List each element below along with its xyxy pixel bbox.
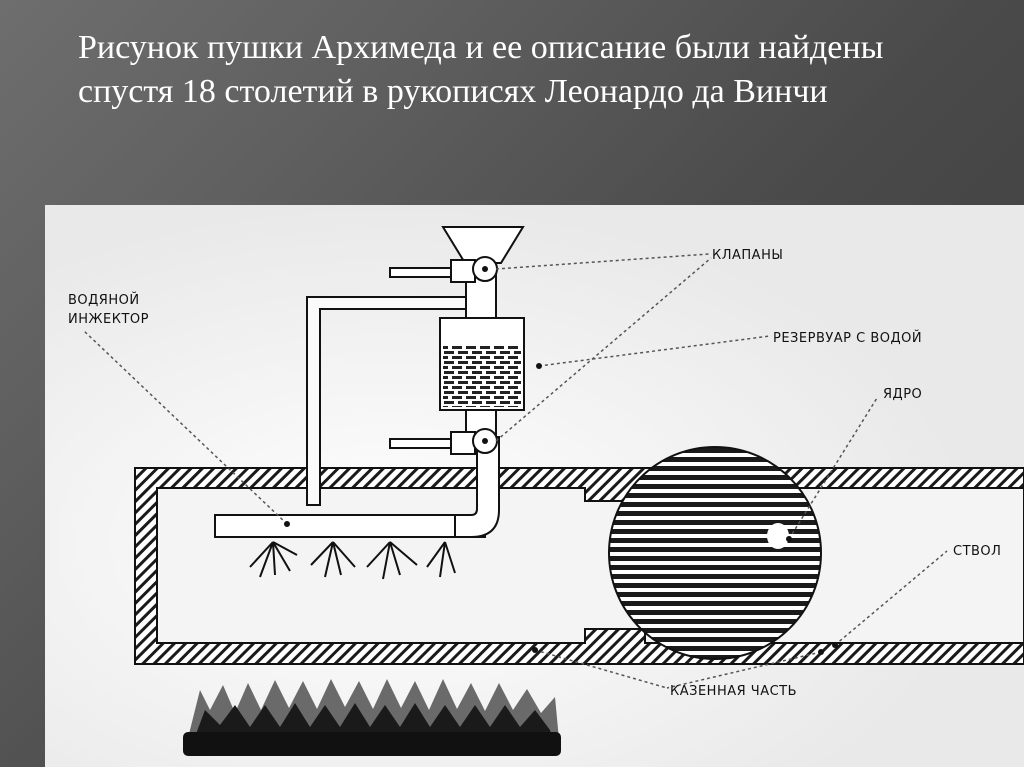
water-spray [249,541,456,580]
leader-lines [82,253,948,689]
label-water-injector-2: ИНЖЕКТОР [68,312,149,327]
water-reservoir [439,317,525,411]
label-core: ЯДРО [883,387,922,402]
cannon-diagram-panel: КЛАПАНЫ ВОДЯНОЙ ИНЖЕКТОР РЕЗЕРВУАР С ВОД… [45,205,1024,767]
label-barrel: СТВОЛ [953,544,1001,559]
archimedes-cannon-diagram: КЛАПАНЫ ВОДЯНОЙ ИНЖЕКТОР РЕЗЕРВУАР С ВОД… [45,205,1024,767]
water-funnel [441,226,525,264]
label-water-injector-1: ВОДЯНОЙ [68,292,140,308]
label-valves: КЛАПАНЫ [712,248,783,263]
cannon-ball-core [608,446,822,660]
fire-flames [183,679,561,756]
label-breech: КАЗЕННАЯ ЧАСТЬ [670,684,797,699]
leader-dots [284,266,838,655]
cannon-barrel [134,467,1024,665]
slide-title: Рисунок пушки Архимеда и ее описание был… [78,29,884,110]
upper-valve [389,256,498,283]
label-water-reservoir: РЕЗЕРВУАР С ВОДОЙ [773,330,922,346]
